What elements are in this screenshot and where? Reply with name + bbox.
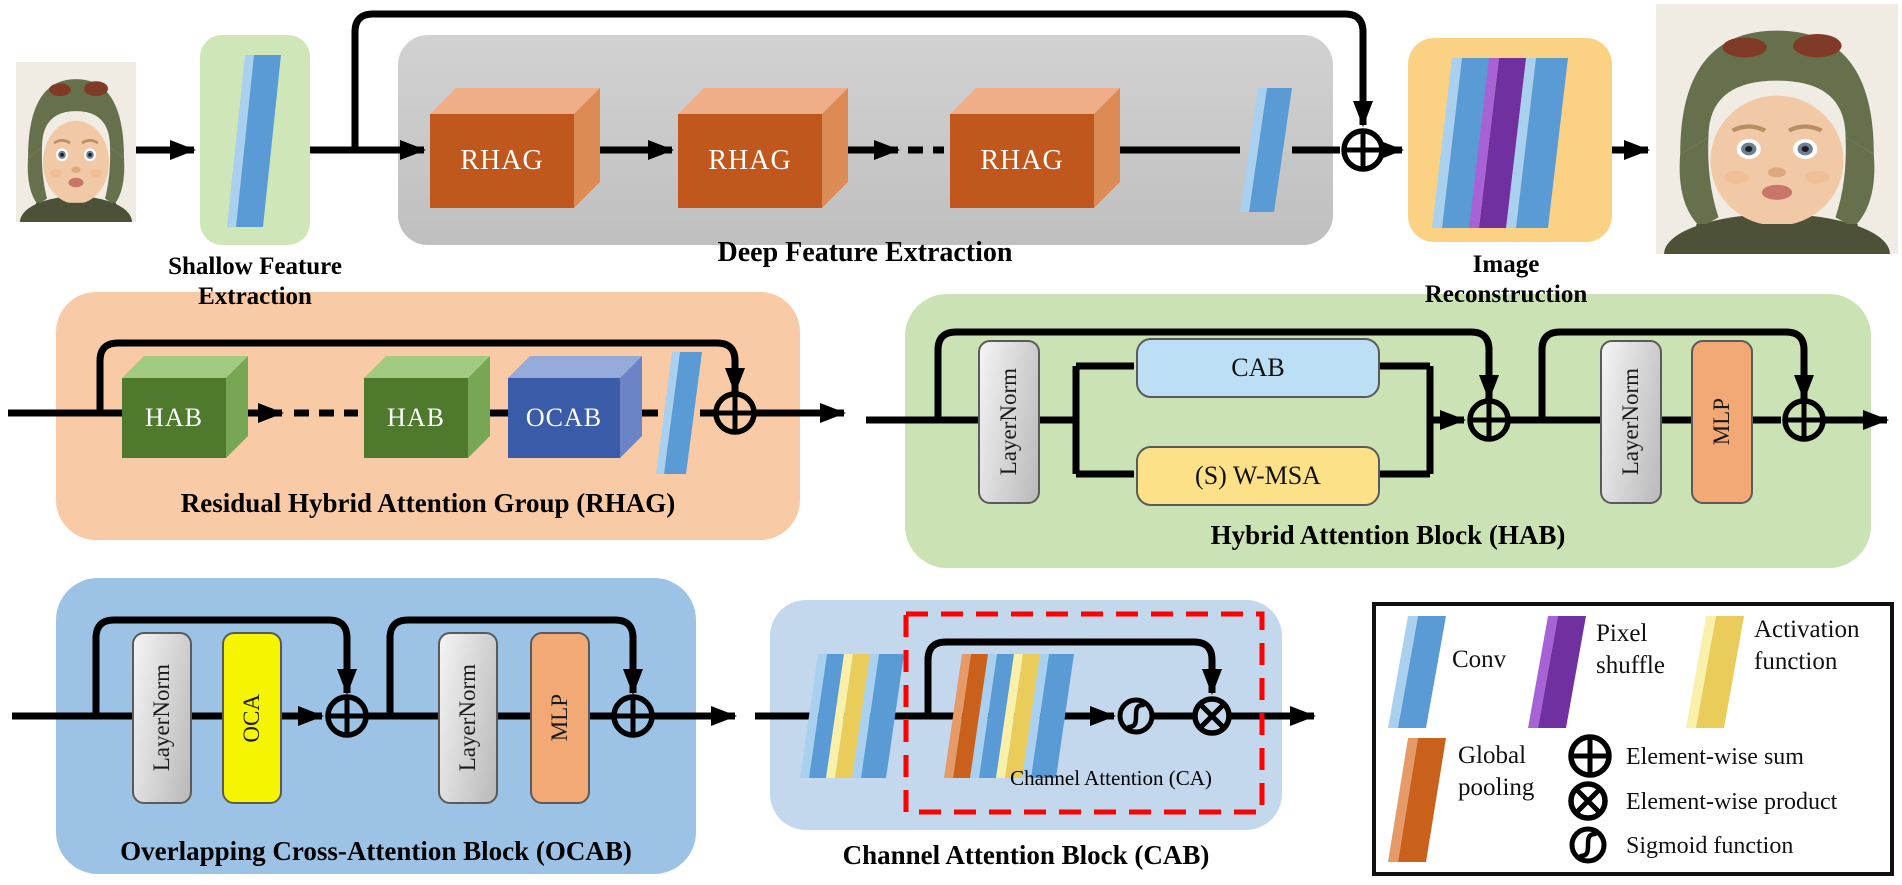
layernorm-label: LayerNorm [455,664,480,772]
rhag-title: Residual Hybrid Attention Group (RHAG) [180,488,676,518]
rhag-block-label: RHAG [980,145,1064,176]
layernorm-label: LayerNorm [996,368,1021,476]
wmsa-module: (S) W-MSA [1136,446,1380,506]
layernorm-label: LayerNorm [1618,368,1643,476]
rhag-block-1: RHAG [430,88,600,208]
cab-branch-label: CAB [1231,353,1285,382]
cab-branch-module: CAB [1136,338,1380,398]
oca-label: OCA [239,693,264,743]
hab-title: Hybrid Attention Block (HAB) [1210,520,1566,550]
conv-plane [1388,616,1446,728]
legend-sigmoid-label: Sigmoid function [1626,833,1794,859]
conv-plane [1432,58,1494,228]
oca-module: OCA [222,632,282,804]
deep-feature-label: Deep Feature Extraction [717,237,1013,268]
layernorm-label: LayerNorm [149,664,174,772]
global-pooling-plane [1388,738,1446,862]
cab-title: Channel Attention Block (CAB) [842,840,1210,870]
layernorm-module: LayerNorm [438,632,498,804]
conv-plane [227,55,281,227]
legend-box [1372,602,1894,876]
input-image [16,62,136,248]
hab-block-label: HAB [145,403,203,432]
ocab-block-label: OCAB [525,403,603,432]
conv-plane [852,654,904,778]
mlp-label: MLP [1709,398,1734,446]
mlp-module: MLP [530,632,590,804]
legend-sum-label: Element-wise sum [1626,744,1804,770]
output-image [1656,4,1898,294]
rhag-block-3: RHAG [950,88,1120,208]
conv-plane [1022,654,1074,778]
layernorm-module: LayerNorm [132,632,192,804]
conv-plane [656,352,702,474]
rhag-block-2: RHAG [678,88,848,208]
sum-icon [1344,131,1382,169]
legend-conv-label: Conv [1452,646,1507,673]
activation-plane [1686,616,1744,728]
ocab-title: Overlapping Cross-Attention Block (OCAB) [120,836,632,866]
ocab-block: OCAB [508,356,642,458]
hab-block-1: HAB [122,356,248,458]
conv-plane [1240,88,1292,212]
pixel-shuffle-plane [1528,616,1586,728]
rhag-block-label: RHAG [708,145,792,176]
hab-block-2: HAB [364,356,490,458]
rhag-block-label: RHAG [460,145,544,176]
layernorm-module: LayerNorm [1600,340,1662,504]
conv-plane [1506,58,1568,228]
mlp-module: MLP [1691,340,1753,504]
pixel-shuffle-plane [1469,58,1531,228]
legend-product-label: Element-wise product [1626,789,1838,815]
mlp-label: MLP [547,694,572,742]
channel-attention-label: Channel Attention (CA) [1010,766,1212,790]
wmsa-label: (S) W-MSA [1195,461,1321,490]
hab-block-label: HAB [387,403,445,432]
layernorm-module: LayerNorm [978,340,1040,504]
